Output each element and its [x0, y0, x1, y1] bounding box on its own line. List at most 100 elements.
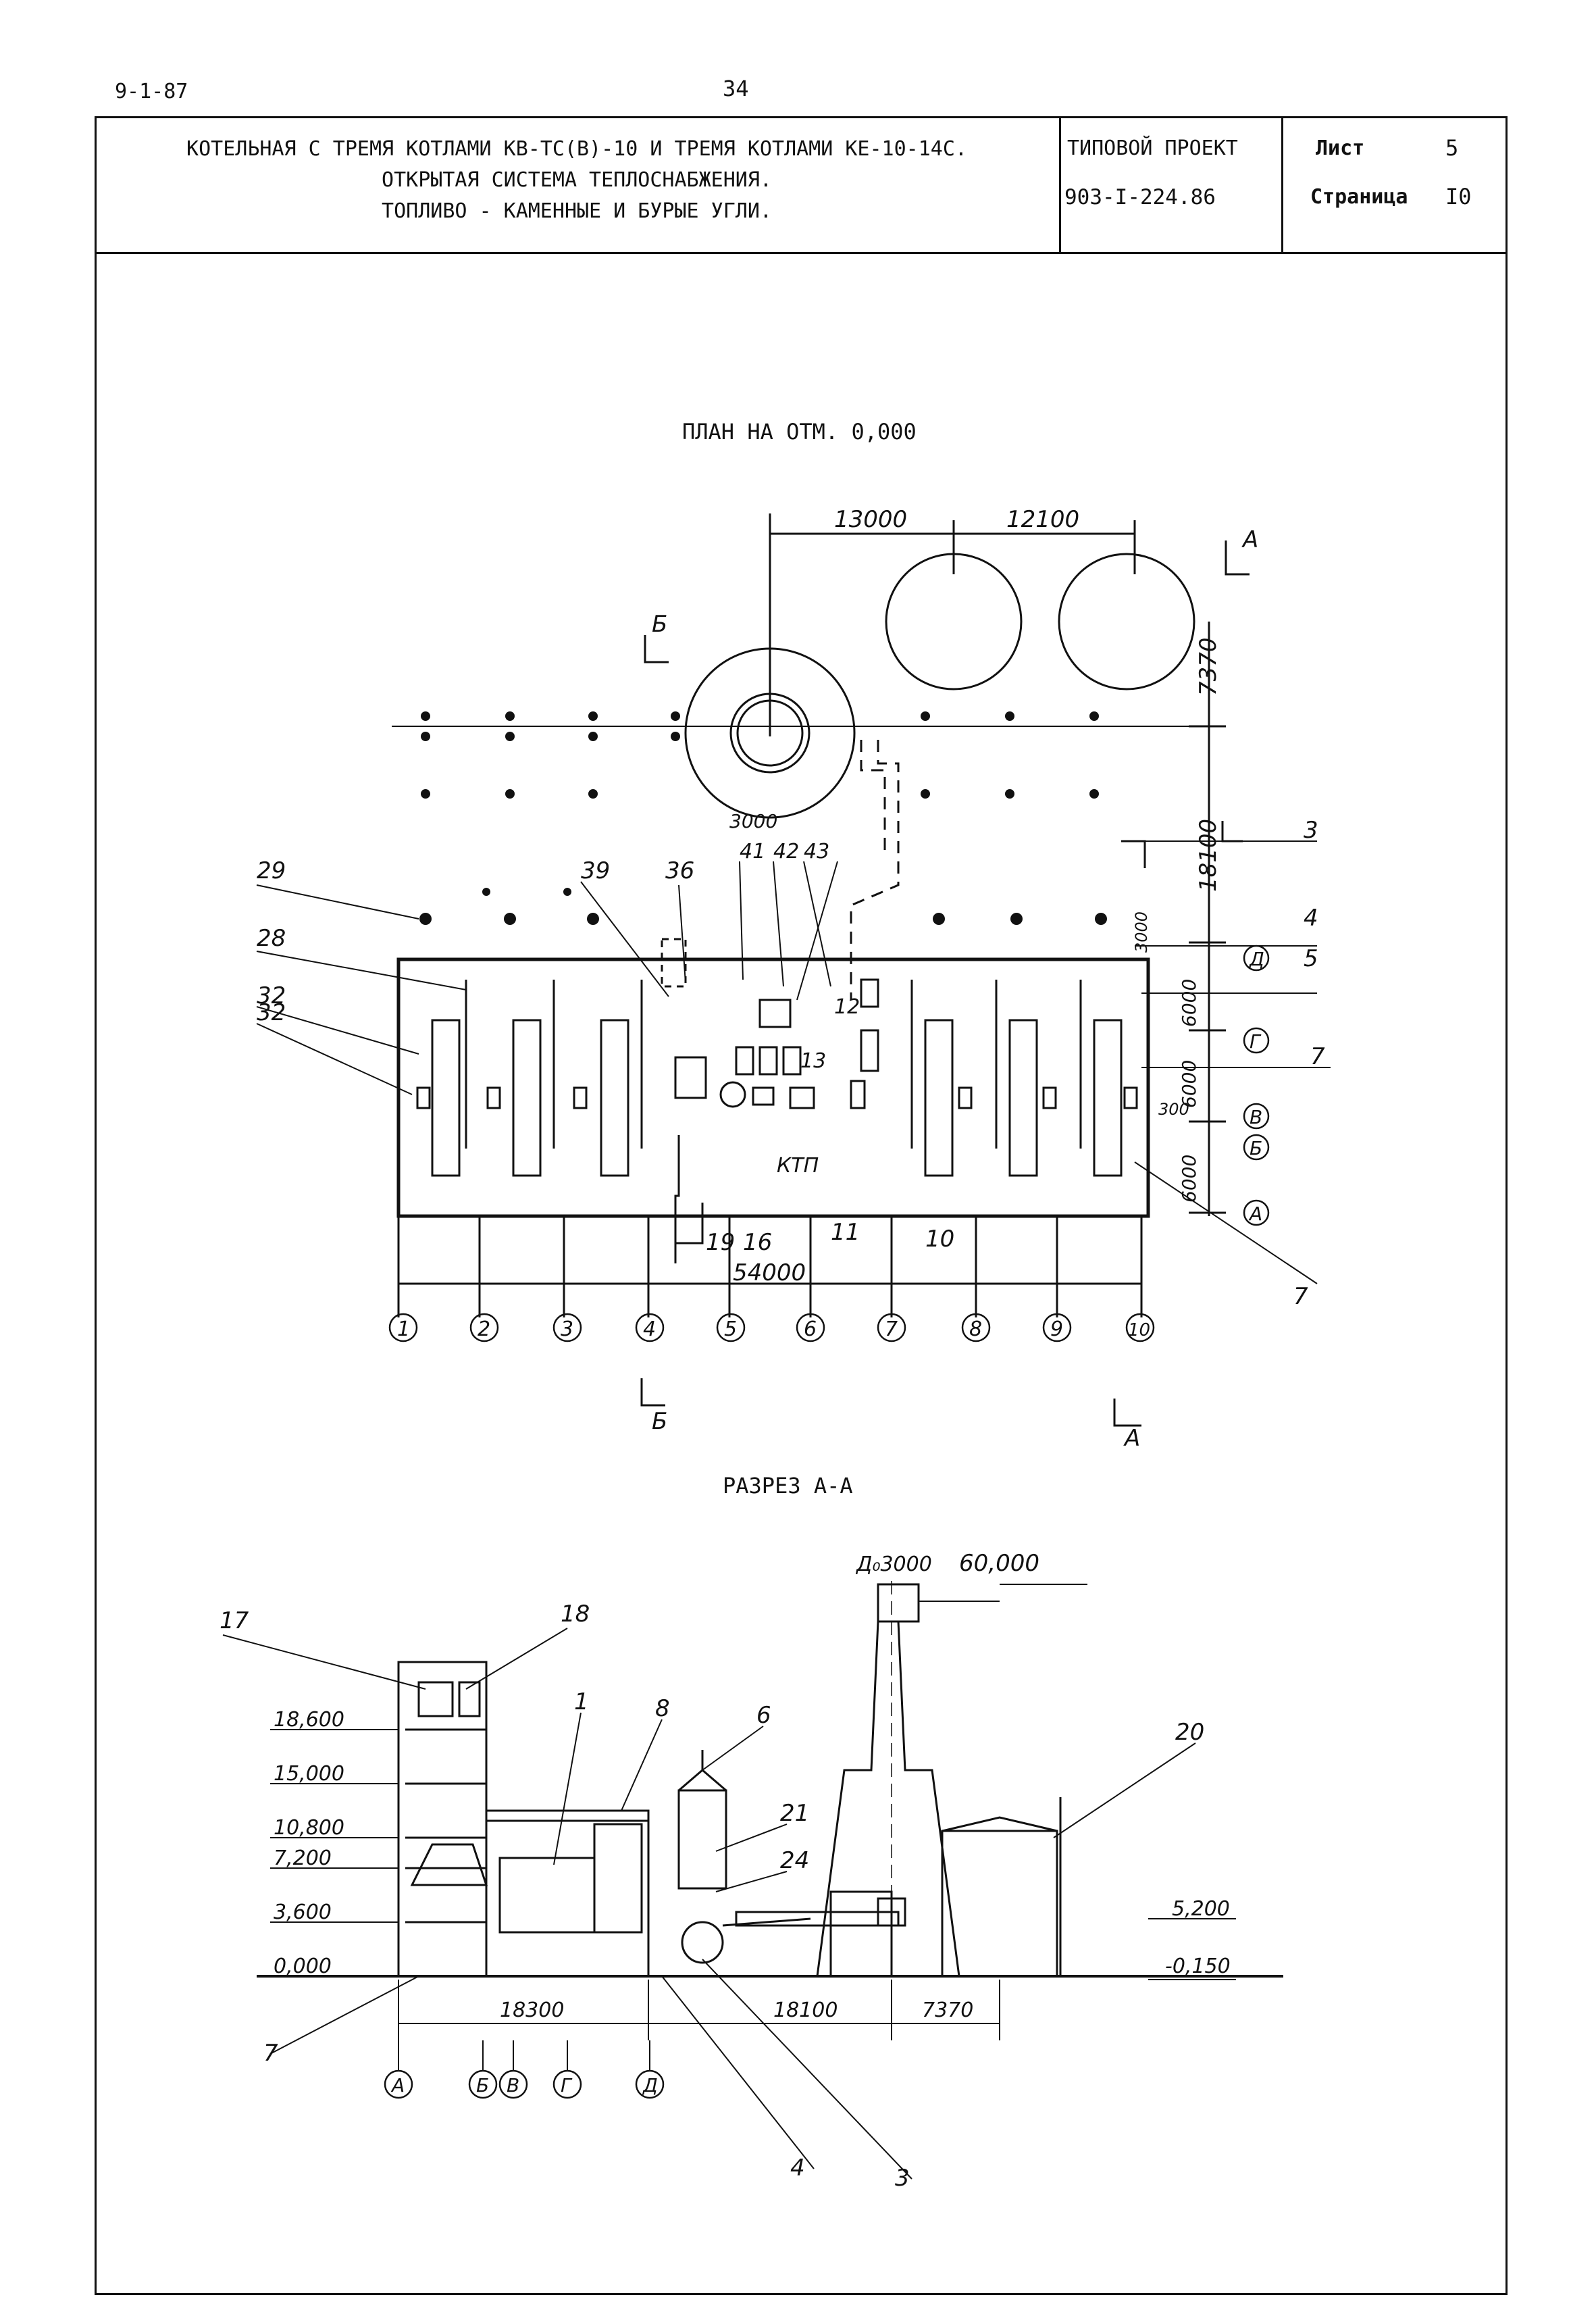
dim-13000: 13000: [834, 506, 907, 533]
axis-letter-v: В: [1250, 1106, 1262, 1128]
section-axis-a: А: [390, 2074, 405, 2096]
section-callout-1: 1: [574, 1688, 589, 1715]
section-mark-a-top: А: [1241, 526, 1258, 553]
sheet-value: 5: [1445, 135, 1459, 161]
section-callout-21: 21: [780, 1800, 809, 1827]
axis-num-5: 5: [724, 1317, 737, 1341]
axis-num-6: 6: [804, 1317, 817, 1341]
section-mark-a-bottom: А: [1123, 1425, 1140, 1452]
level-18600: 18,600: [274, 1708, 344, 1732]
title-line-3: ТОПЛИВО - КАМЕННЫЕ И БУРЫЕ УГЛИ.: [382, 199, 772, 223]
level-10800: 10,800: [274, 1816, 344, 1840]
callout-32-a: 32: [257, 982, 286, 1009]
callout-41: 41: [740, 840, 765, 863]
dim-row-300: 300: [1158, 1100, 1189, 1119]
plan-title: ПЛАН НА ОТМ. 0,000: [682, 419, 917, 445]
section-labels: Д₀3000 60,000 18,600 15,000 10,800 7,200…: [220, 1550, 1231, 2192]
project-number: 903-I-224.86: [1064, 185, 1216, 209]
ktp-label: КТП: [777, 1154, 819, 1178]
project-label: ТИПОВОЙ ПРОЕКТ: [1067, 136, 1238, 160]
title-line-2: ОТКРЫТАЯ СИСТЕМА ТЕПЛОСНАБЖЕНИЯ.: [382, 168, 772, 192]
section-axis-b: Б: [476, 2074, 489, 2096]
dim-12100: 12100: [1006, 506, 1079, 533]
dashed-duct: [850, 740, 900, 1000]
axis-letter-g: Г: [1250, 1030, 1262, 1053]
callout-leaders: [256, 840, 1331, 1284]
document-code: 9-1-87: [115, 80, 188, 103]
callout-12: 12: [834, 995, 860, 1019]
section-axis-g: Г: [561, 2074, 573, 2096]
section-callout-3: 3: [895, 2165, 910, 2192]
dim-row-3000: 3000: [1132, 911, 1151, 953]
column-grid-bottom: [397, 1216, 1143, 1317]
section-marks: [640, 540, 1250, 1427]
level-5200: 5,200: [1172, 1897, 1230, 1921]
axis-num-1: 1: [397, 1317, 410, 1341]
callout-7-b: 7: [1293, 1283, 1308, 1310]
callout-19: 19: [706, 1229, 735, 1256]
axis-num-10: 10: [1128, 1320, 1150, 1340]
dim-row-6000-b: 6000: [1178, 1060, 1200, 1108]
axis-num-7: 7: [885, 1317, 898, 1341]
axis-letter-d: Д: [1248, 948, 1264, 970]
axis-num-4: 4: [643, 1317, 656, 1341]
section-callout-7: 7: [263, 2040, 278, 2067]
page-value: I0: [1445, 184, 1472, 209]
sheet-label: Лист: [1316, 136, 1365, 160]
callout-39: 39: [581, 857, 610, 884]
section-title: РАЗРЕЗ А-А: [723, 1473, 853, 1499]
section-mark-b-top: Б: [652, 611, 667, 638]
title-text: КОТЕЛЬНАЯ С ТРЕМЯ КОТЛАМИ КВ-ТС(В)-10 И …: [95, 134, 1059, 227]
chimney-plan: [684, 647, 856, 819]
callout-7-a: 7: [1310, 1043, 1325, 1070]
level-3600: 3,600: [274, 1901, 332, 1924]
title-divider-2: [1281, 116, 1283, 252]
axis-num-3: 3: [561, 1317, 573, 1341]
dashed-duct-right: [860, 740, 886, 851]
level-0000: 0,000: [274, 1955, 332, 1978]
section-callout-24: 24: [780, 1847, 809, 1874]
dim-7370: 7370: [1195, 637, 1222, 696]
title-block: КОТЕЛЬНАЯ С ТРЕМЯ КОТЛАМИ КВ-ТС(В)-10 И …: [95, 116, 1508, 254]
boilers-right: [910, 980, 1138, 1177]
callout-3: 3: [1304, 817, 1318, 844]
callout-13: 13: [800, 1049, 826, 1073]
section-callout-4: 4: [790, 2155, 805, 2182]
plan-labels: 13000 12100 7370 18100 3000 3000 6000 60…: [257, 506, 1325, 1452]
section-callout-17: 17: [220, 1607, 249, 1634]
section-callout-18: 18: [561, 1601, 590, 1628]
section-callout-6: 6: [756, 1702, 771, 1729]
section-callout-20: 20: [1175, 1719, 1204, 1746]
column-markers: [419, 711, 1107, 925]
callout-28: 28: [257, 925, 286, 952]
callout-4: 4: [1304, 905, 1318, 932]
callout-16: 16: [743, 1229, 772, 1256]
section-callout-8: 8: [655, 1695, 670, 1722]
chimney-diameter: Д₀3000: [855, 1553, 932, 1576]
dim-section-18100: 18100: [773, 1998, 838, 2022]
central-equipment: [661, 938, 879, 1263]
callout-10: 10: [925, 1226, 954, 1253]
section-axis-d: Д: [642, 2074, 658, 2096]
axis-num-9: 9: [1050, 1317, 1063, 1341]
silo-right: [1058, 553, 1195, 690]
dim-18300: 18300: [500, 1998, 564, 2022]
drawing-frame: [95, 116, 1508, 2295]
callout-11: 11: [831, 1219, 860, 1246]
axis-num-2: 2: [478, 1317, 490, 1341]
silo-left: [885, 553, 1023, 690]
plan-right-dimension: [1189, 622, 1226, 1216]
axis-num-8: 8: [969, 1317, 982, 1341]
plan-axis-bubbles: [388, 1313, 1155, 1342]
dim-row-6000-a: 6000: [1178, 979, 1200, 1027]
silo-group: [885, 553, 1195, 690]
axis-letter-a: А: [1248, 1203, 1262, 1225]
plan-axis-bubbles-right: [1243, 945, 1270, 1226]
callout-42: 42: [773, 840, 799, 863]
callout-5: 5: [1304, 945, 1318, 972]
callout-36: 36: [665, 857, 694, 884]
plan-top-dimension: [769, 513, 1136, 736]
dim-row-6000-c: 6000: [1178, 1155, 1200, 1203]
level-minus-0150: -0,150: [1165, 1955, 1231, 1978]
dim-3000: 3000: [729, 810, 777, 832]
